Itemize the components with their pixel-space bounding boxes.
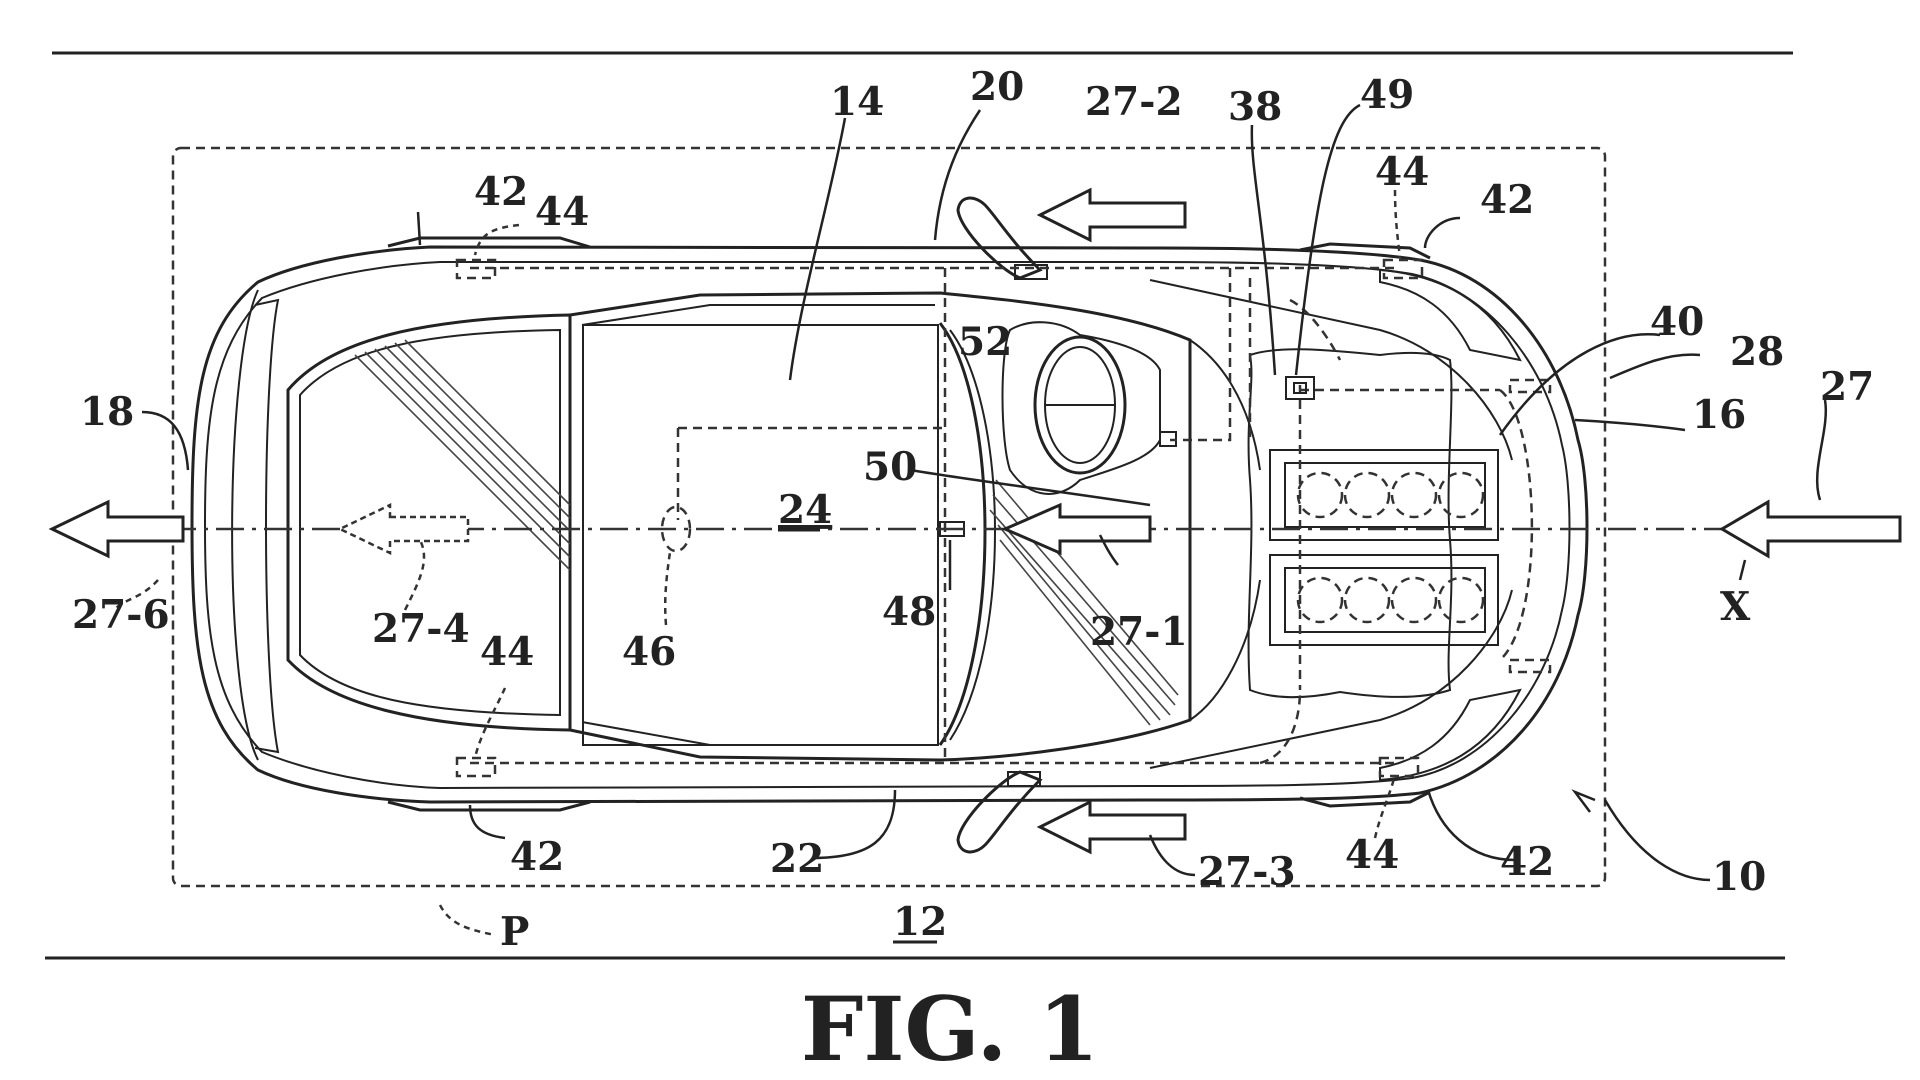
arrow-27-4 <box>337 503 470 555</box>
label-50: 50 <box>863 444 917 490</box>
label-46: 46 <box>622 629 676 675</box>
arrow-27-3 <box>1036 799 1187 855</box>
label-16: 16 <box>1692 392 1746 438</box>
sensor-network <box>455 258 1552 778</box>
label-27-2: 27-2 <box>1085 79 1183 125</box>
label-40: 40 <box>1650 299 1704 345</box>
label-44-top-right: 44 <box>1375 149 1429 195</box>
label-42-bottom-left: 42 <box>510 834 564 880</box>
steering-wheel <box>1001 321 1177 495</box>
label-27-1: 27-1 <box>1090 609 1188 655</box>
figure-caption: FIG. 1 <box>801 977 1099 1080</box>
label-48: 48 <box>882 589 936 635</box>
vehicle-body <box>190 196 1589 854</box>
label-18: 18 <box>80 389 134 435</box>
label-52: 52 <box>958 319 1012 365</box>
label-27-3: 27-3 <box>1198 849 1296 895</box>
arrow-27 <box>1719 499 1902 559</box>
windshield-hatch <box>354 339 571 571</box>
label-49: 49 <box>1360 72 1414 118</box>
battery-pack <box>1247 348 1499 699</box>
label-44-bottom-left: 44 <box>480 629 534 675</box>
label-38: 38 <box>1228 84 1282 130</box>
label-27-6: 27-6 <box>72 592 170 638</box>
label-P: P <box>500 909 529 955</box>
label-28: 28 <box>1730 329 1784 375</box>
label-22: 22 <box>770 836 824 882</box>
label-12: 12 <box>893 899 947 945</box>
label-14: 14 <box>830 79 884 125</box>
label-10: 10 <box>1712 854 1766 900</box>
arrow-27-1 <box>1001 502 1152 556</box>
label-44-bottom-right: 44 <box>1345 832 1399 878</box>
label-20: 20 <box>970 64 1024 110</box>
label-27: 27 <box>1820 364 1874 410</box>
label-44-top-left: 44 <box>535 189 589 235</box>
arrow-27-6 <box>48 499 185 559</box>
label-24: 24 <box>778 487 832 533</box>
arrow-27-2 <box>1036 187 1187 243</box>
label-42-top-right: 42 <box>1480 177 1534 223</box>
leader-lines <box>113 103 1828 937</box>
label-42-bottom-right: 42 <box>1500 839 1554 885</box>
label-42-top-left: 42 <box>474 169 528 215</box>
label-X: X <box>1720 584 1751 630</box>
label-27-4: 27-4 <box>372 606 470 652</box>
